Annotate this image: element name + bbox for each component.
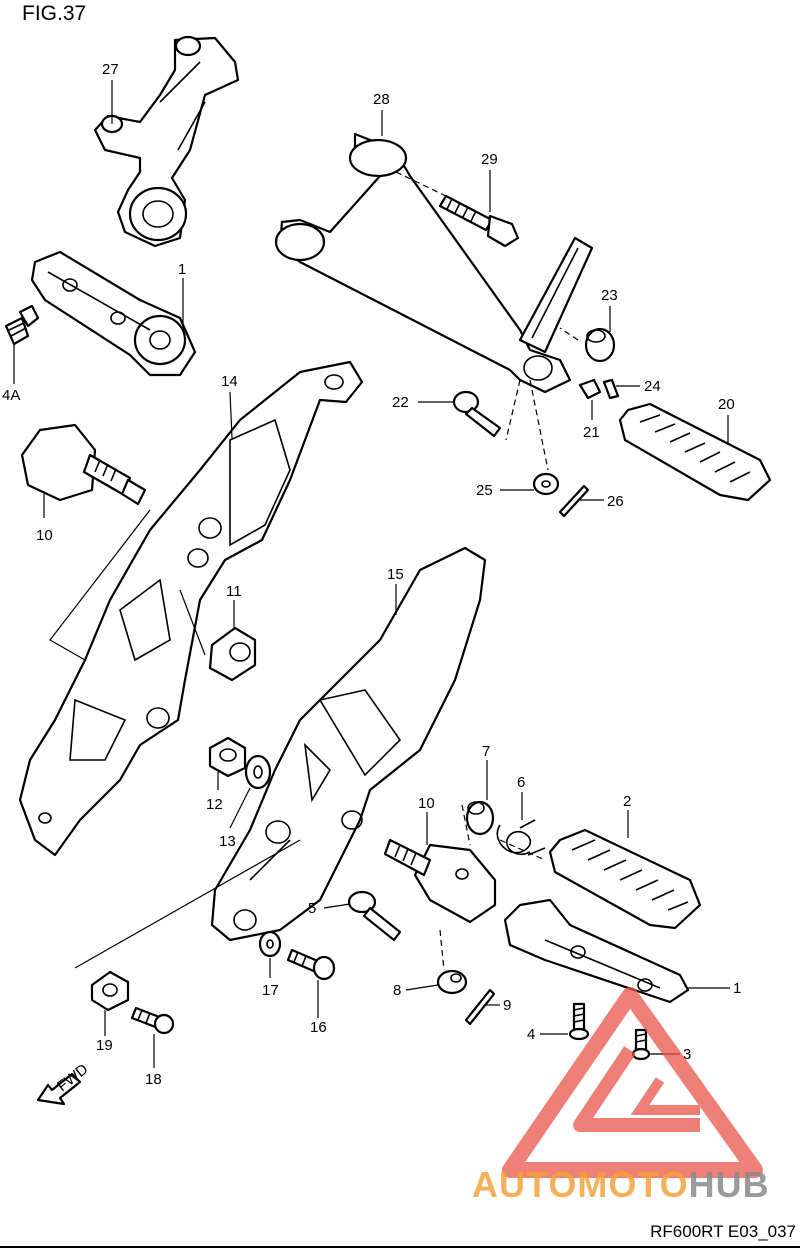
footpeg-rubber-2 [548, 828, 702, 930]
bolt-3 [631, 1028, 651, 1061]
label-1-lower: 1 [733, 980, 741, 997]
label-9: 9 [503, 997, 511, 1014]
washer-8 [436, 969, 468, 995]
assembly-lines [49, 171, 579, 971]
label-15: 15 [387, 566, 404, 583]
label-17: 17 [262, 982, 279, 999]
label-18: 18 [145, 1071, 162, 1088]
watermark-logo [502, 987, 763, 1178]
fwd-arrow [36, 1072, 82, 1106]
label-4A: 4A [2, 387, 20, 404]
bottom-rule [0, 1246, 800, 1248]
label-10-upper: 10 [36, 527, 53, 544]
figure-title: FIG.37 [22, 2, 87, 25]
washer-25 [532, 472, 560, 496]
pillion-stay-28 [274, 132, 594, 394]
watermark-text-part2: HUB [689, 1164, 770, 1205]
bolt-4A [4, 304, 40, 346]
fwd-arrow-label: FWD [54, 1061, 92, 1096]
footrest-bracket-1-upper [30, 250, 197, 377]
bushing-19 [90, 970, 130, 1012]
pin-5 [347, 890, 402, 942]
footrest-plate-14 [18, 360, 364, 857]
footrest-plate-15 [210, 546, 487, 942]
bushing-11 [208, 626, 257, 682]
washer-13 [244, 754, 272, 790]
washer-17 [258, 930, 282, 958]
label-16: 16 [310, 1019, 327, 1036]
footpeg-rubber-20 [618, 402, 772, 502]
label-19: 19 [96, 1037, 113, 1054]
bolt-16 [286, 948, 336, 981]
label-21: 21 [583, 424, 600, 441]
label-22: 22 [392, 394, 409, 411]
label-1-upper: 1 [178, 261, 186, 278]
label-8: 8 [393, 982, 401, 999]
cotter-pin-26 [558, 484, 590, 518]
bush-7 [465, 800, 495, 836]
label-2: 2 [623, 793, 631, 810]
label-12: 12 [206, 796, 223, 813]
label-26: 26 [607, 493, 624, 510]
label-24: 24 [644, 378, 661, 395]
label-20: 20 [718, 396, 735, 413]
part-labels: 27 28 29 1 4A 23 14 24 22 20 21 10 [2, 61, 741, 1088]
label-10-lower: 10 [418, 795, 435, 812]
bolt-18 [130, 1006, 175, 1035]
spring-24 [602, 378, 620, 400]
label-6: 6 [517, 774, 525, 791]
label-4: 4 [527, 1026, 535, 1043]
label-23: 23 [601, 287, 618, 304]
footrest-bracket-1-lower [503, 898, 690, 1004]
cotter-pin-9 [464, 988, 496, 1026]
watermark-text-part1: AUTOMOTO [472, 1164, 689, 1205]
label-13: 13 [219, 833, 236, 850]
label-29: 29 [481, 151, 498, 168]
bolt-4 [568, 1002, 590, 1041]
damper-10-upper [20, 423, 147, 506]
label-11: 11 [226, 583, 242, 600]
label-14: 14 [221, 373, 238, 390]
label-7: 7 [482, 743, 490, 760]
bolt-29 [438, 194, 520, 248]
nut-12 [208, 736, 247, 778]
diagram-code: RF600RT E03_037 [650, 1222, 796, 1241]
label-27: 27 [102, 61, 119, 78]
pin-22 [452, 390, 502, 438]
damper-10-lower [383, 838, 497, 924]
label-5: 5 [308, 900, 316, 917]
cap-23 [584, 327, 616, 363]
label-25: 25 [476, 482, 493, 499]
label-3: 3 [683, 1046, 691, 1063]
label-28: 28 [373, 91, 390, 108]
ball-21 [578, 378, 602, 400]
watermark-text: AUTOMOTOHUB [472, 1164, 770, 1205]
